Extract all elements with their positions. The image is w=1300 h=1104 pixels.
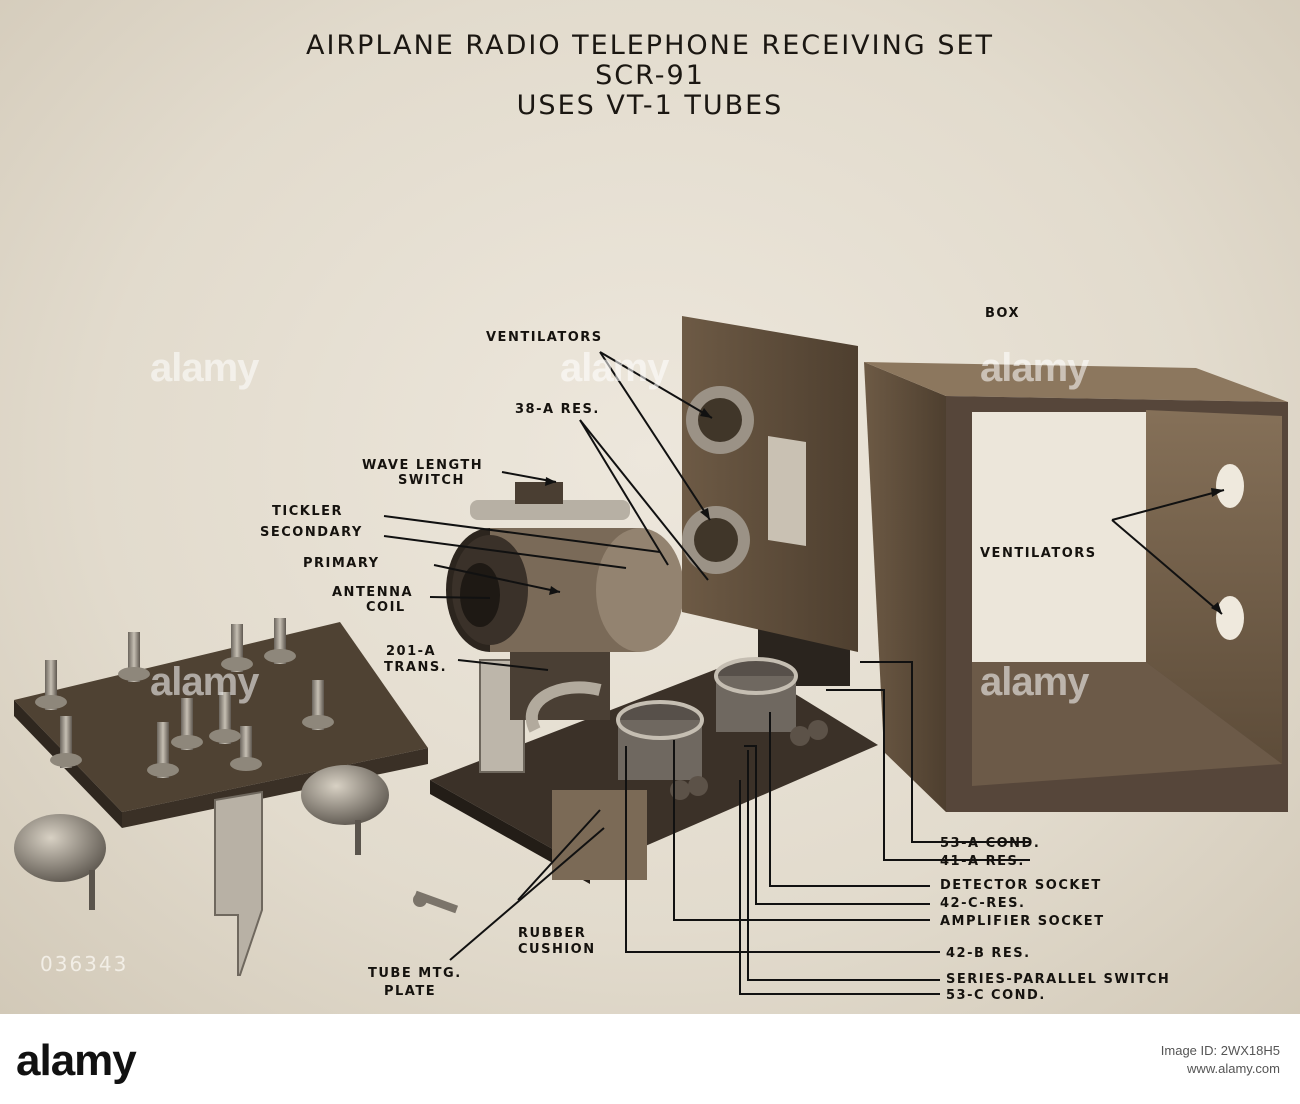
arrowheads	[545, 408, 1224, 614]
label-antenna-2: COIL	[366, 600, 406, 615]
label-201a-2: TRANS.	[384, 660, 448, 675]
title-line-1: AIRPLANE RADIO TELEPHONE RECEIVING SET	[305, 30, 995, 61]
open-box	[864, 362, 1288, 812]
stock-footer: alamy Image ID: 2WX18H5 www.alamy.com	[0, 1014, 1300, 1104]
label-secondary: SECONDARY	[260, 525, 363, 540]
label-wave-length-2: SWITCH	[398, 473, 465, 488]
label-ventilators-top: VENTILATORS	[486, 330, 603, 345]
label-rubber-1: RUBBER	[518, 926, 587, 941]
label-42c-res: 42-C-RES.	[940, 896, 1026, 911]
label-ventilators-box: VENTILATORS	[980, 546, 1097, 561]
label-rubber-2: CUSHION	[518, 942, 596, 957]
label-box: BOX	[985, 306, 1021, 321]
watermark-1: alamy	[150, 346, 259, 390]
title-line-2: SCR-91	[595, 60, 705, 91]
label-41a-res: 41-A RES.	[940, 854, 1025, 869]
label-201a-1: 201-A	[386, 644, 437, 659]
watermark-5: alamy	[980, 660, 1089, 704]
label-tickler: TICKLER	[272, 504, 343, 519]
loose-screws	[413, 890, 459, 914]
footer-site-line[interactable]: www.alamy.com	[1187, 1061, 1280, 1076]
label-detector-socket: DETECTOR SOCKET	[940, 878, 1102, 893]
label-primary: PRIMARY	[303, 556, 380, 571]
leader-lines	[383, 351, 1225, 995]
archival-photograph: AIRPLANE RADIO TELEPHONE RECEIVING SET S…	[0, 0, 1300, 1014]
footer-image-id-line: Image ID: 2WX18H5	[1160, 1043, 1280, 1058]
label-series-parallel-switch: SERIES-PARALLEL SWITCH	[946, 972, 1171, 987]
label-38a-res: 38-A RES.	[515, 402, 600, 417]
front-panel-door	[682, 316, 858, 652]
label-wave-length-1: WAVE LENGTH	[362, 458, 484, 473]
label-tube-mtg-1: TUBE MTG.	[368, 966, 462, 981]
label-53a-cond: 53-A COND.	[940, 836, 1041, 851]
watermark-4: alamy	[150, 660, 259, 704]
watermark-2: alamy	[560, 346, 669, 390]
negative-number: 036343	[40, 952, 129, 976]
label-tube-mtg-2: PLATE	[384, 984, 437, 999]
footer-image-id: Image ID: 2WX18H5 www.alamy.com	[1161, 1042, 1280, 1078]
equipment-illustration	[14, 316, 1288, 995]
watermark-3: alamy	[980, 346, 1089, 390]
footer-brand-logo[interactable]: alamy	[16, 1036, 137, 1085]
tuning-coil	[446, 482, 684, 652]
label-amplifier-socket: AMPLIFIER SOCKET	[940, 914, 1105, 929]
receiver-chassis	[430, 536, 878, 884]
title-line-3: USES VT-1 TUBES	[516, 90, 784, 121]
label-42b-res: 42-B RES.	[946, 946, 1031, 961]
label-53c-cond: 53-C COND.	[946, 988, 1046, 1003]
label-antenna-1: ANTENNA	[332, 585, 414, 600]
terminal-board	[14, 618, 428, 976]
